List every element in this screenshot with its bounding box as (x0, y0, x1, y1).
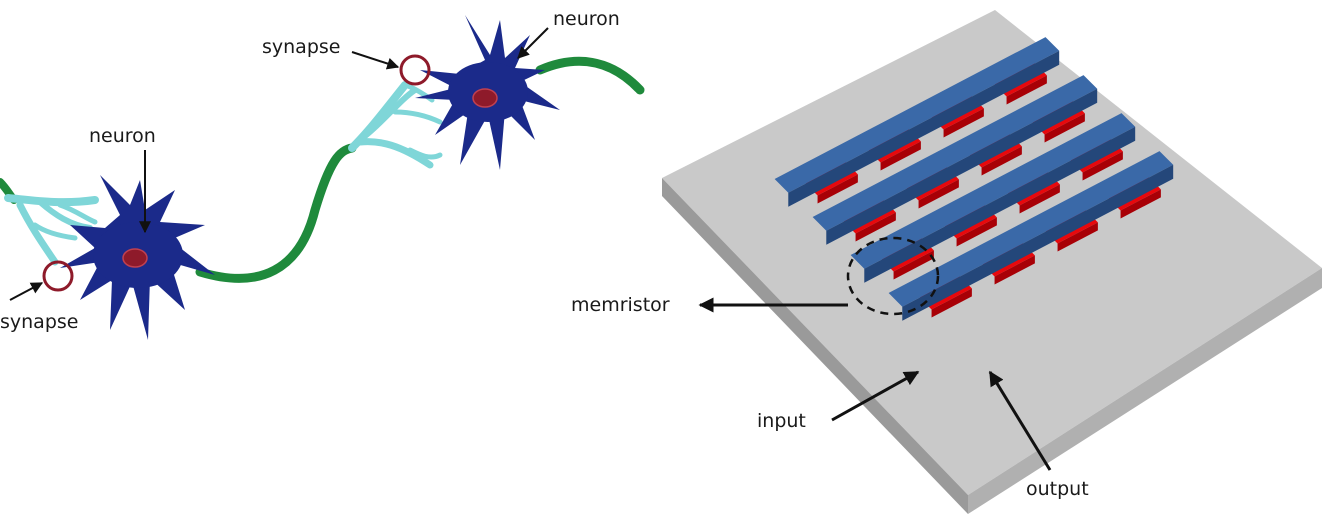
output-electrode-side (855, 212, 896, 242)
output-electrode-side (994, 255, 1035, 285)
input-electrode-side (826, 88, 1098, 245)
output-electrode-side (943, 108, 984, 138)
memristor-crossbar-diagram (662, 10, 1322, 514)
arrow-synapse-top (351, 51, 400, 70)
output-electrode-side (981, 146, 1022, 176)
nucleus-left (122, 248, 148, 268)
substrate-side-left (662, 178, 968, 514)
arrow-output (988, 370, 1052, 471)
input-electrode-side (788, 50, 1060, 207)
input-electrode-side (902, 164, 1174, 321)
output-electrode-side (893, 250, 934, 280)
input-electrode-bar (774, 37, 1060, 193)
substrate-side-right (968, 268, 1322, 514)
output-electrode-side (1057, 222, 1098, 252)
axon-top (535, 56, 645, 95)
input-electrodes (774, 37, 1174, 321)
label-output: output (1026, 478, 1089, 500)
label-input: input (757, 410, 806, 432)
synapse-ring-top (399, 54, 431, 86)
biological-neuron-diagram (0, 15, 645, 340)
synapse-ring-left (42, 260, 74, 292)
arrow-synapse-left (9, 282, 44, 301)
axon-middle (195, 143, 357, 283)
label-memristor: memristor (571, 294, 670, 316)
input-electrode-bar (812, 75, 1098, 231)
nucleus-top (472, 88, 498, 108)
output-electrode-side (918, 179, 959, 209)
output-electrode-side (1044, 113, 1085, 143)
output-electrode-side (931, 288, 972, 318)
output-electrode-side (1120, 189, 1161, 219)
axon-terminals-top (348, 81, 443, 169)
label-neuron-top: neuron (553, 8, 620, 30)
label-synapse-top: synapse (262, 36, 341, 58)
output-electrode-side (1082, 151, 1123, 181)
input-electrode-bar (888, 151, 1174, 307)
output-electrode-side (956, 217, 997, 247)
output-electrode-side (880, 141, 921, 171)
output-electrode-side (1006, 75, 1047, 105)
label-neuron-left: neuron (89, 125, 156, 147)
memristor-highlight (846, 236, 940, 316)
input-electrode-bar (850, 113, 1136, 269)
arrow-input (831, 370, 920, 422)
output-electrode-side (1019, 184, 1060, 214)
input-electrode-side (864, 126, 1136, 283)
output-electrode-side (817, 174, 858, 204)
arrow-neuron-top (517, 27, 549, 59)
label-synapse-left: synapse (0, 311, 79, 333)
